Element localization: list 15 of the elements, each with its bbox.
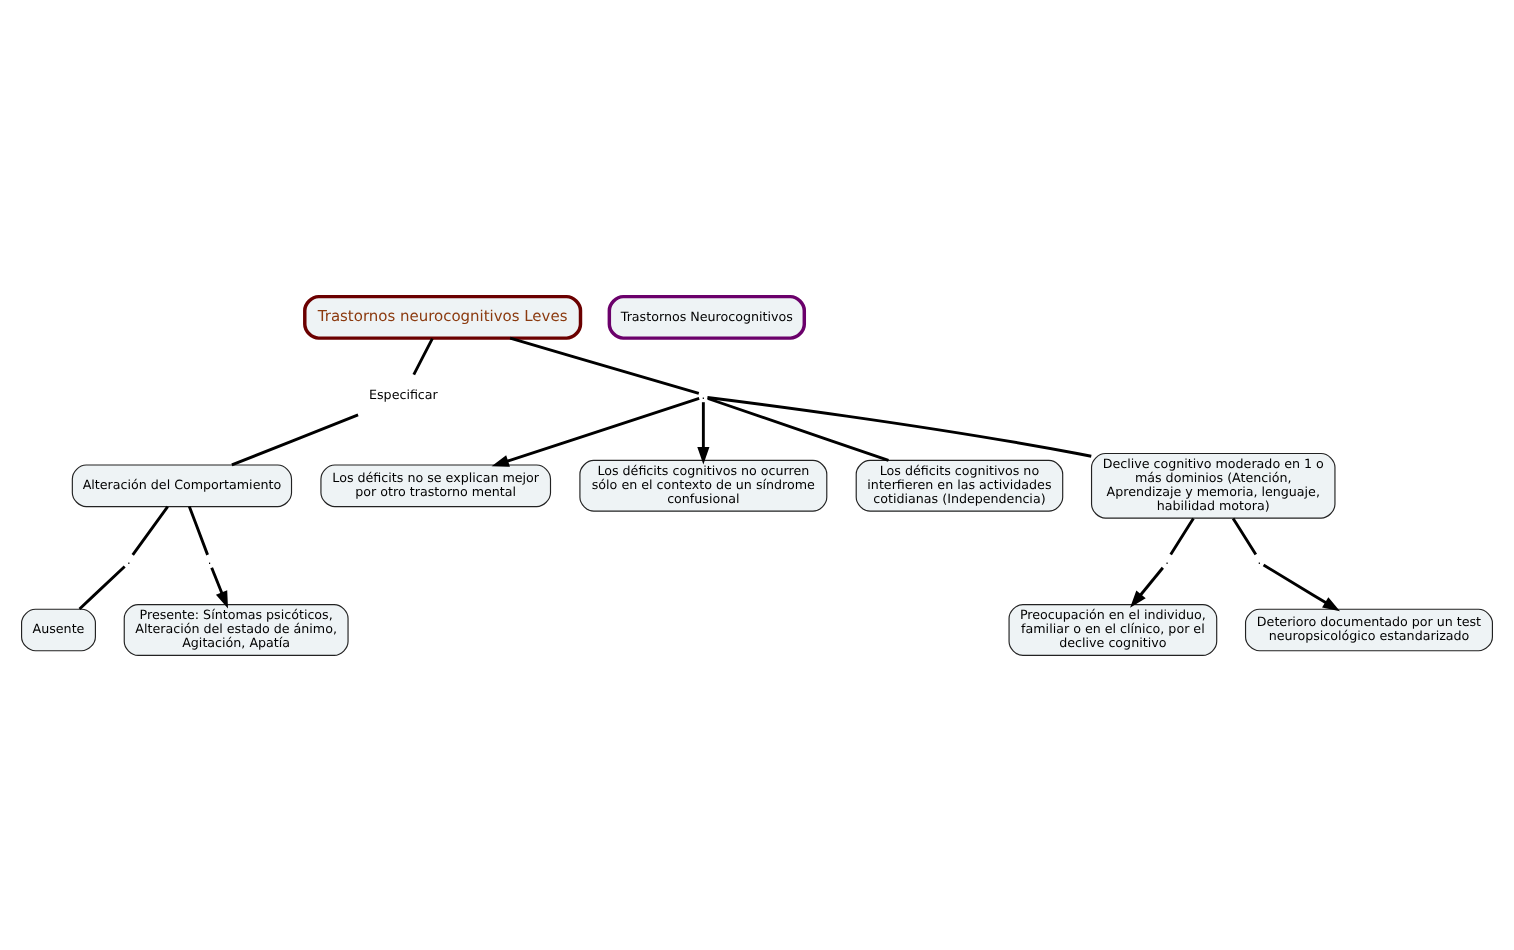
connector [131, 504, 169, 555]
connector [188, 505, 209, 555]
arrow [1130, 565, 1164, 607]
connector [412, 336, 434, 375]
arrow [1262, 562, 1340, 611]
connector [1231, 516, 1258, 555]
connector [1169, 516, 1195, 555]
connector [707, 396, 889, 461]
arrow [210, 566, 228, 608]
arrow [491, 396, 700, 466]
connector [509, 335, 700, 394]
arrow [697, 401, 710, 464]
connector [78, 564, 126, 610]
connector [707, 395, 1092, 457]
connector [231, 412, 359, 466]
